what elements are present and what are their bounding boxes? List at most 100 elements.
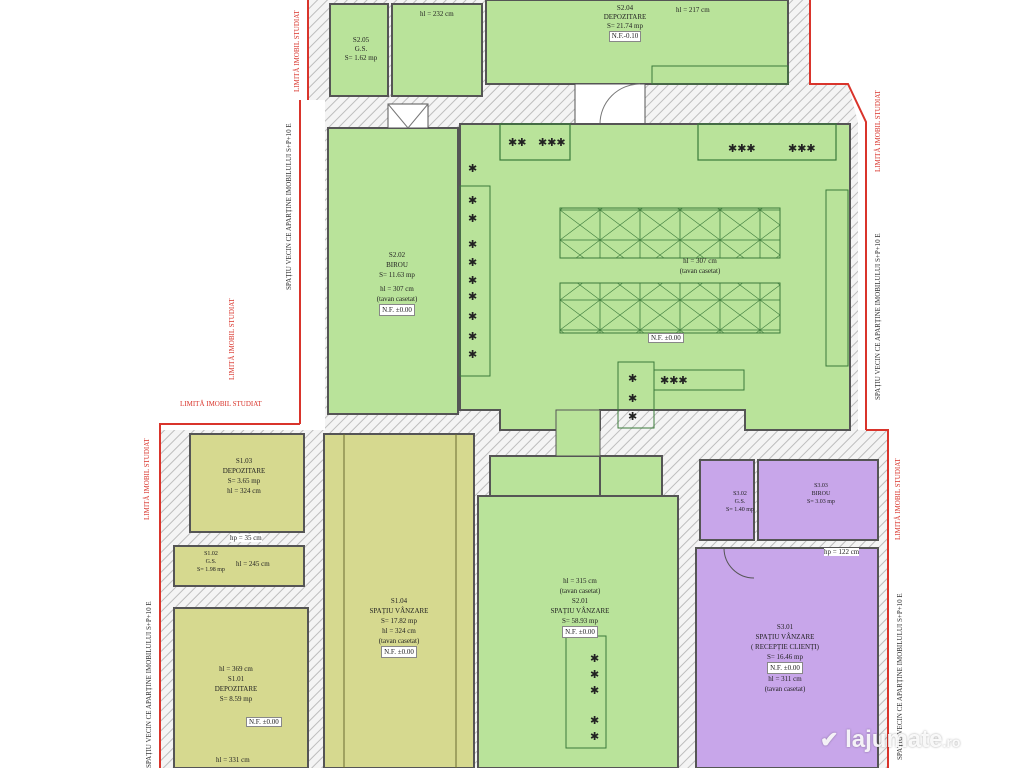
room-s104-ceiling: (tavan casetat) [378,637,420,645]
svg-text:✱: ✱ [590,652,599,665]
ceiling-lights-lower: ✱ ✱ ✱ ✱ ✱ [590,652,599,743]
room-s205-area: S= 1.62 mp [344,54,378,62]
room-s205-code: S2.05 [352,36,370,44]
room-s301-subtitle: ( RECEPȚIE CLIENȚI) [750,643,820,651]
room-s303-area: S= 3.03 mp [807,499,835,505]
limit-label-right-lower: LIMITĂ IMOBIL STUDIAT [894,458,902,540]
room-s204-area: S= 21.74 mp [606,22,644,30]
room-s301-level: N.F. ±0.00 [767,662,803,674]
svg-text:✱: ✱ [468,348,477,361]
svg-text:✱: ✱ [468,212,477,225]
watermark-suffix: .ro [942,734,961,750]
svg-text:✱✱✱: ✱✱✱ [538,136,566,149]
room-s104-height: hl = 324 cm [382,627,416,635]
limit-label-left-lower: LIMITĂ IMOBIL STUDIAT [143,438,151,520]
room-s102-area: S= 1.98 mp [197,567,225,573]
room-s302-name: G.S. [734,499,746,505]
main-hall-level: N.F. ±0.00 [648,333,684,343]
room-s201-code: S2.01 [571,597,589,605]
limit-label-left-upper: LIMITĂ IMOBIL STUDIAT [228,298,236,380]
room-s103-area: S= 3.65 mp [227,477,261,485]
svg-text:✱✱✱: ✱✱✱ [660,374,688,387]
room-s301-area: S= 16.46 mp [766,653,804,661]
room-s101-level: N.F. ±0.00 [246,717,282,727]
room-s303-name: BIROU [811,491,831,497]
room-s102: S1.02 G.S. S= 1.98 mp [196,550,226,574]
room-s303-code: S3.03 [814,483,828,489]
room-s101-area: S= 8.59 mp [219,695,253,703]
svg-text:✱: ✱ [468,162,477,175]
svg-text:✱✱✱: ✱✱✱ [728,142,756,155]
svg-text:✱: ✱ [468,330,477,343]
room-s303-hp: hp = 122 cm [824,548,860,556]
ceiling-lights: ✱✱✱✱✱ ✱✱✱✱✱✱ ✱✱✱ ✱✱✱ ✱✱✱ ✱ ✱✱✱ ✱✱✱ [468,136,816,423]
room-s101-name: DEPOZITARE [214,685,258,693]
room-s204-level: N.F.-0.10 [608,31,642,42]
svg-text:✱: ✱ [628,410,637,423]
upper-rooms [327,0,851,431]
main-hall-height-value: hl = 307 cm [683,257,717,265]
room-s201-name: SPAȚIU VÂNZARE [550,607,610,615]
room-s201-area: S= 58.93 mp [561,617,599,625]
room-s202-code: S2.02 [388,251,406,259]
svg-text:✱: ✱ [468,274,477,287]
room-s103-height: hl = 324 cm [227,487,261,495]
room-s302-area: S= 1.40 mp [726,507,754,513]
neighbor-label-left-lower: SPAȚIU VECIN CE APARȚINE IMOBILULUI S+P+… [145,601,153,768]
room-s103: S1.03 DEPOZITARE S= 3.65 mp hl = 324 cm [204,456,284,496]
room-s104-name: SPAȚIU VÂNZARE [369,607,429,615]
limit-label-top: LIMITĂ IMOBIL STUDIAT [180,400,262,408]
svg-text:✱: ✱ [468,238,477,251]
room-s205-name: G.S. [354,45,368,53]
room-s202-area: S= 11.63 mp [379,271,415,279]
svg-text:✱: ✱ [590,730,599,743]
room-s301-height: hl = 311 cm [768,675,802,683]
room-s201-level: N.F. ±0.00 [562,626,598,638]
room-s101: hl = 369 cm S1.01 DEPOZITARE S= 8.59 mp [196,664,276,704]
room-s103-name: DEPOZITARE [222,467,266,475]
room-s204-code: S2.04 [616,4,634,12]
watermark-brand: lajumate [845,726,943,753]
svg-text:✱: ✱ [468,194,477,207]
svg-text:✱✱✱: ✱✱✱ [788,142,816,155]
room-s202-ceiling: (tavan casetat) [376,295,418,303]
watermark: ✔ lajumate.ro [820,726,960,754]
room-s102-height: hl = 245 cm [236,560,270,568]
room-s302-code: S3.02 [733,491,747,497]
room-s101-height-bottom: hl = 331 cm [216,756,250,764]
svg-text:✱: ✱ [590,714,599,727]
room-s301-code: S3.01 [776,623,794,631]
limit-label-top-left: LIMITĂ IMOBIL STUDIAT [293,10,301,92]
room-s202-name: BIROU [386,261,408,269]
neighbor-label-left-upper: SPAȚIU VECIN CE APARȚINE IMOBILULUI S+P+… [285,123,293,290]
svg-text:✱: ✱ [468,256,477,269]
room-s201-ceiling: (tavan casetat) [559,587,601,595]
svg-text:✱✱: ✱✱ [508,136,526,149]
room-s204-name: DEPOZITARE [603,13,647,21]
svg-text:✱: ✱ [468,290,477,303]
main-hall-ceiling: (tavan casetat) [679,267,721,275]
svg-text:✱: ✱ [468,310,477,323]
room-s103-code: S1.03 [235,457,253,465]
svg-text:✱: ✱ [590,668,599,681]
svg-text:✱: ✱ [590,684,599,697]
room-s104-level: N.F. ±0.00 [381,646,417,658]
room-s301-name: SPAȚIU VÂNZARE [755,633,815,641]
main-hall-height: hl = 307 cm (tavan casetat) [650,256,750,276]
room-s204: S2.04 DEPOZITARE S= 21.74 mp N.F.-0.10 [580,4,670,42]
room-s205-height: hl = 232 cm [420,10,454,18]
watermark-icon: ✔ [820,727,839,752]
lower-rooms [173,409,879,768]
room-s201-height: hl = 315 cm [563,577,597,585]
room-s201: hl = 315 cm (tavan casetat) S2.01 SPAȚIU… [530,576,630,638]
neighbor-label-right-upper: SPAȚIU VECIN CE APARȚINE IMOBILULUI S+P+… [874,233,882,400]
limit-label-right-upper: LIMITĂ IMOBIL STUDIAT [874,90,882,172]
room-s102-name: G.S. [205,559,217,565]
room-s301: S3.01 SPAȚIU VÂNZARE ( RECEPȚIE CLIENȚI)… [730,622,840,694]
room-s202-height: hl = 307 cm [380,285,414,293]
room-s301-ceiling: (tavan casetat) [764,685,806,693]
svg-text:✱: ✱ [628,392,637,405]
room-s101-height: hl = 369 cm [219,665,253,673]
